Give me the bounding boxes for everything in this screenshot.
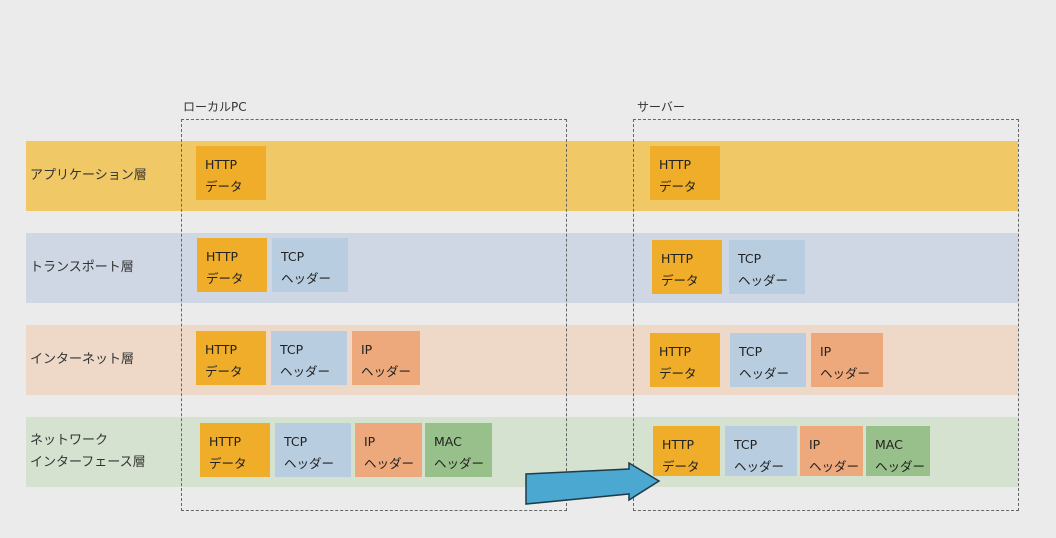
server-internet-tcp-block: TCP ヘッダー: [730, 333, 806, 387]
local-netif-tcp-block: TCP ヘッダー: [275, 423, 351, 477]
local-transport-http-block: HTTP データ: [197, 238, 267, 292]
server-netif-mac-block: MAC ヘッダー: [866, 426, 930, 476]
local-netif-http-block: HTTP データ: [200, 423, 270, 477]
local-app-http-block: HTTP データ: [196, 146, 266, 200]
server-transport-tcp-block: TCP ヘッダー: [729, 240, 805, 294]
network-interface-layer-label: ネットワーク インターフェース層: [30, 433, 146, 470]
application-layer-band: [26, 141, 1018, 211]
server-transport-http-block: HTTP データ: [652, 240, 722, 294]
internet-layer-label: インターネット層: [30, 352, 135, 367]
local-netif-ip-block: IP ヘッダー: [355, 423, 422, 477]
local-pc-box: [181, 119, 567, 511]
local-transport-tcp-block: TCP ヘッダー: [272, 238, 348, 292]
local-pc-title: ローカルPC: [183, 100, 247, 114]
transmission-arrow-icon: [525, 462, 661, 505]
local-internet-tcp-block: TCP ヘッダー: [271, 331, 347, 385]
local-netif-mac-block: MAC ヘッダー: [425, 423, 492, 477]
transport-layer-label: トランスポート層: [30, 260, 134, 275]
server-title: サーバー: [637, 100, 685, 114]
server-netif-http-block: HTTP データ: [653, 426, 720, 476]
application-layer-label: アプリケーション層: [30, 168, 147, 183]
server-internet-ip-block: IP ヘッダー: [811, 333, 883, 387]
local-internet-http-block: HTTP データ: [196, 331, 266, 385]
server-app-http-block: HTTP データ: [650, 146, 720, 200]
local-internet-ip-block: IP ヘッダー: [352, 331, 420, 385]
server-box: [633, 119, 1019, 511]
server-netif-ip-block: IP ヘッダー: [800, 426, 863, 476]
server-internet-http-block: HTTP データ: [650, 333, 720, 387]
transport-layer-band: [26, 233, 1018, 303]
server-netif-tcp-block: TCP ヘッダー: [725, 426, 797, 476]
